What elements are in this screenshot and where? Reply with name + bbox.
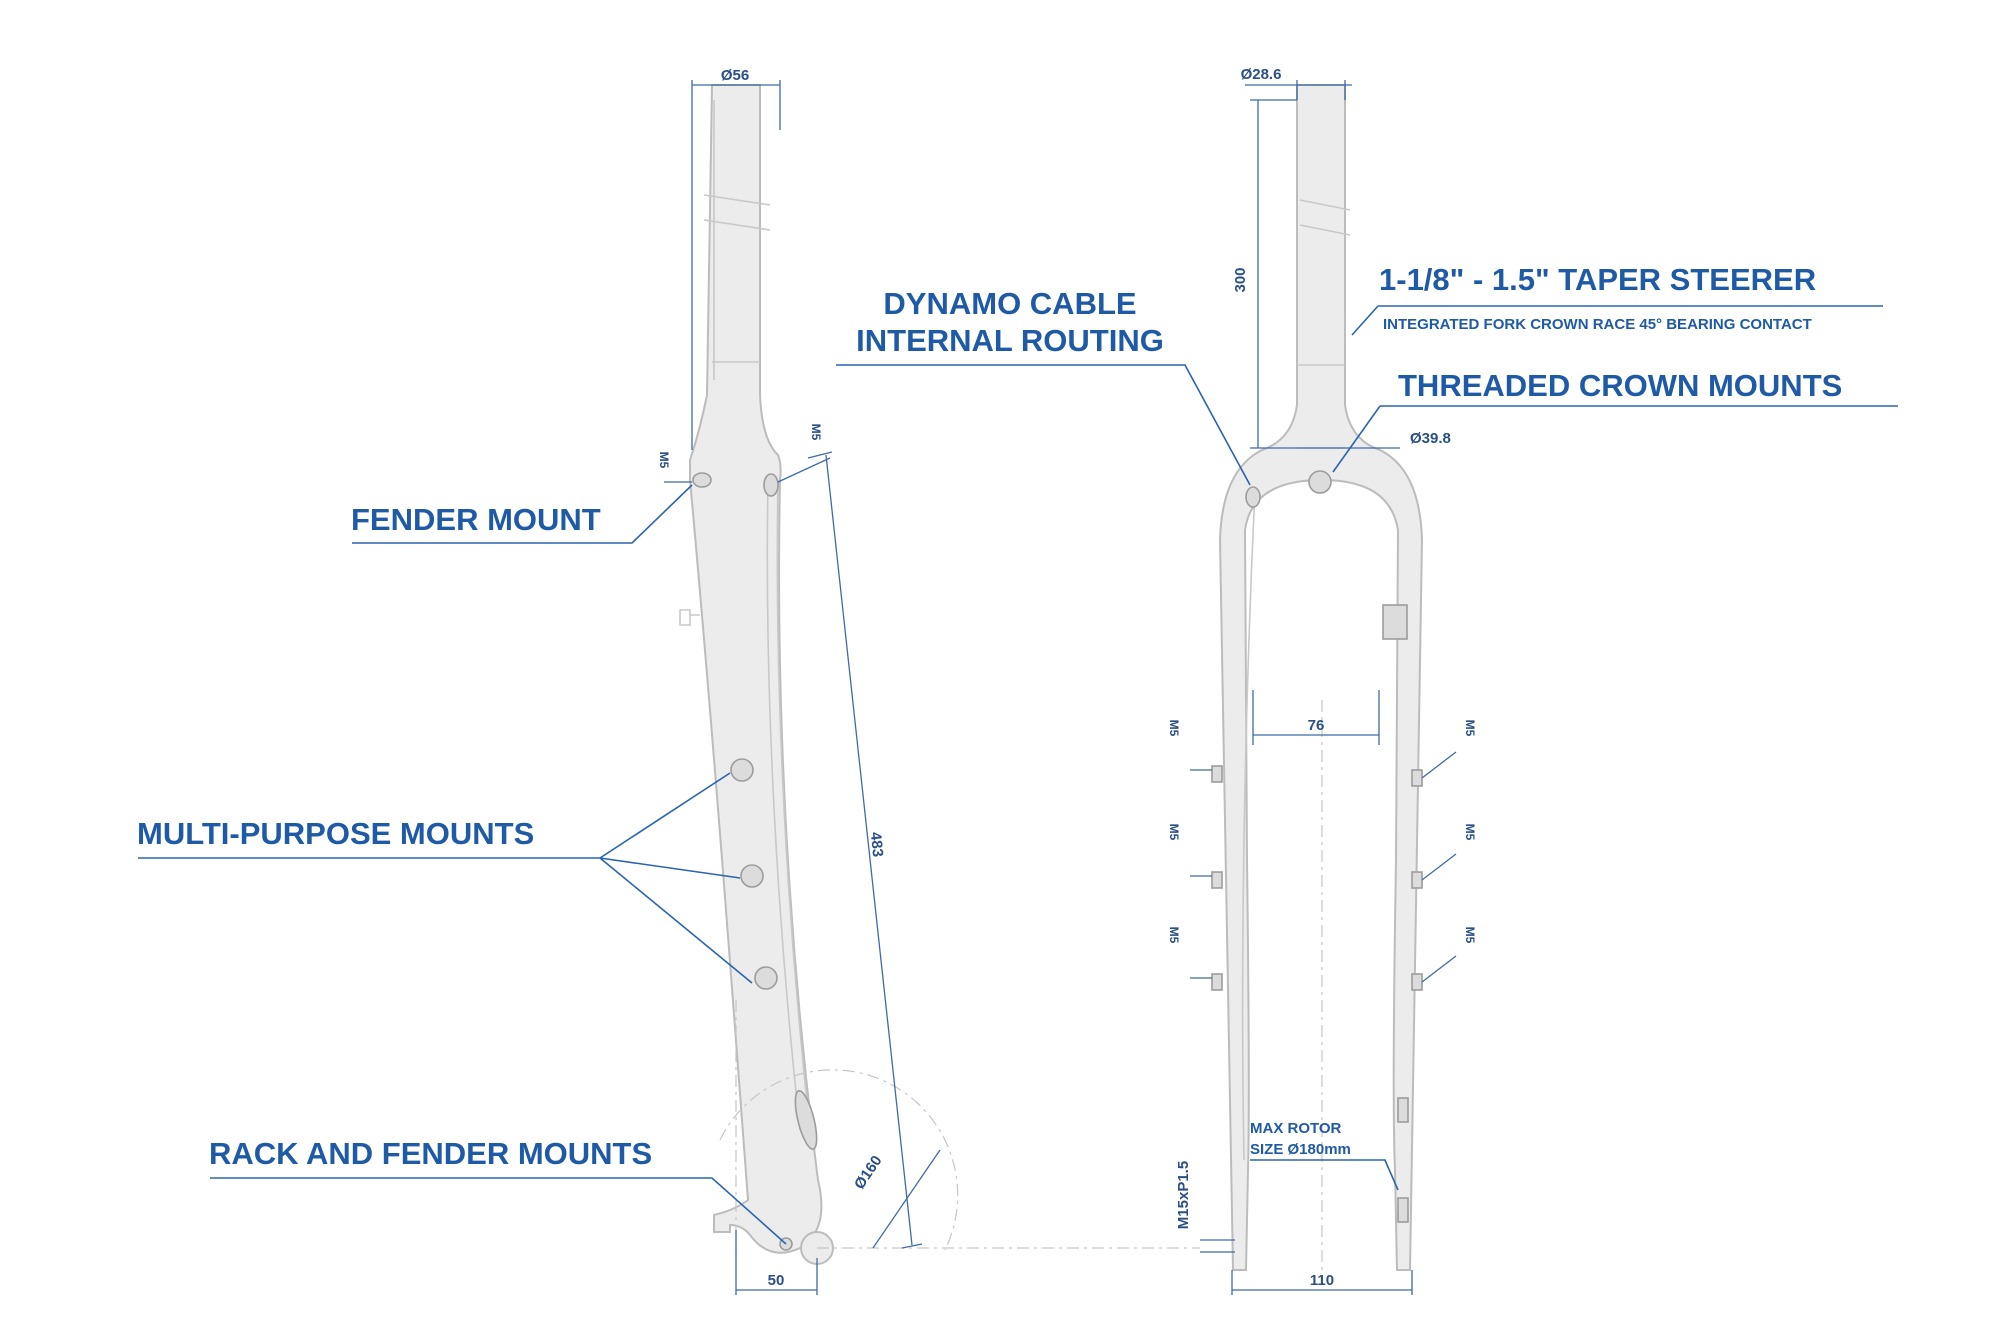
dim-50: 50 xyxy=(768,1272,785,1289)
callout-dynamo-line1: DYNAMO CABLE xyxy=(883,286,1136,321)
front-fork-break-mark xyxy=(1299,199,1351,236)
m5-leader-front-right-1 xyxy=(1421,751,1457,779)
dim-axle: M15xP1.5 xyxy=(1175,1161,1192,1229)
dim-300: 300 xyxy=(1232,267,1249,292)
leader-multi-purpose xyxy=(138,772,753,984)
side-rack-slot xyxy=(794,1090,818,1150)
callout-rotor-line2: SIZE Ø180mm xyxy=(1250,1141,1351,1158)
front-mount-right-1 xyxy=(1411,769,1423,787)
dim-m5-front-right-3: M5 xyxy=(1463,927,1477,944)
side-fork-silhouette xyxy=(689,84,823,1254)
leader-fender-mount xyxy=(352,484,693,544)
dim-line-d160 xyxy=(872,1149,941,1249)
front-dynamo-port xyxy=(1245,486,1261,508)
front-caliper-mount-bottom xyxy=(1397,1197,1409,1223)
dim-d398: Ø39.8 xyxy=(1410,430,1451,447)
dim-line-483 xyxy=(807,451,923,1249)
callout-dynamo-line2: INTERNAL ROUTING xyxy=(856,323,1164,358)
side-view-fork xyxy=(679,84,1200,1265)
front-mount-left-1 xyxy=(1211,765,1223,783)
callout-crown-race: INTEGRATED FORK CROWN RACE 45° BEARING C… xyxy=(1383,316,1812,333)
dim-line-d56 xyxy=(691,80,781,450)
dim-m5-front-right-1: M5 xyxy=(1463,720,1477,737)
callout-threaded-crown: THREADED CROWN MOUNTS xyxy=(1398,368,1842,403)
dim-d56: Ø56 xyxy=(721,67,749,84)
side-multi-mount-3 xyxy=(754,966,778,990)
side-rotor-arc xyxy=(719,1069,959,1251)
dim-110: 110 xyxy=(1310,1272,1334,1289)
dim-line-50 xyxy=(735,1230,818,1295)
leader-threaded-crown xyxy=(1332,405,1898,473)
leader-rack-fender xyxy=(210,1177,787,1245)
dim-m5-front-right-2: M5 xyxy=(1463,824,1477,841)
front-view-fork xyxy=(1211,84,1424,1271)
m5-leader-front-right-3 xyxy=(1421,955,1457,983)
m5-leader-front-right-2 xyxy=(1421,853,1457,881)
side-multi-mount-1 xyxy=(730,758,754,782)
dim-m5-front-left-1: M5 xyxy=(1167,720,1181,737)
callout-taper-steerer: 1-1/8" - 1.5" TAPER STEERER xyxy=(1379,262,1816,297)
dim-76: 76 xyxy=(1308,717,1325,734)
callout-leaders xyxy=(138,305,1898,1245)
dim-m5-side-right: M5 xyxy=(809,424,823,441)
front-threaded-crown-mount xyxy=(1308,470,1332,494)
dim-d286: Ø28.6 xyxy=(1241,66,1282,83)
m5-leader-side-right xyxy=(777,457,831,483)
side-bottle-boss xyxy=(679,609,700,626)
dim-m5-front-left-3: M5 xyxy=(1167,927,1181,944)
dim-line-110 xyxy=(1231,1270,1413,1295)
dimension-lines xyxy=(664,80,1457,1295)
leader-rotor xyxy=(1250,1159,1399,1191)
callout-fender-mount: FENDER MOUNT xyxy=(351,502,601,537)
dim-line-d286 xyxy=(1245,80,1352,100)
callout-multi-purpose: MULTI-PURPOSE MOUNTS xyxy=(137,816,534,851)
dim-m5-side-left: M5 xyxy=(657,452,671,469)
side-fork-cable-channel xyxy=(766,479,811,1131)
front-fender-bridge xyxy=(1382,604,1408,640)
side-fork-break-mark xyxy=(703,194,771,231)
dim-m5-front-left-2: M5 xyxy=(1167,824,1181,841)
dim-d160: Ø160 xyxy=(851,1153,886,1193)
dim-line-axle xyxy=(1200,1239,1235,1253)
front-fork-cable-channel xyxy=(1241,489,1256,1161)
dim-line-300 xyxy=(1250,99,1297,449)
front-mount-left-2 xyxy=(1211,871,1223,889)
leader-taper-steerer xyxy=(1351,305,1883,336)
dim-483: 483 xyxy=(867,831,887,858)
callout-rotor-line1: MAX ROTOR xyxy=(1250,1120,1342,1137)
front-mount-left-3 xyxy=(1211,973,1223,991)
side-fender-mount-rear xyxy=(763,473,779,497)
side-fender-mount-front xyxy=(692,472,712,488)
callout-rack-fender: RACK AND FENDER MOUNTS xyxy=(209,1136,652,1171)
front-caliper-mount-top xyxy=(1397,1097,1409,1123)
dim-line-76 xyxy=(1252,690,1380,745)
side-multi-mount-2 xyxy=(740,864,764,888)
front-mount-right-3 xyxy=(1411,973,1423,991)
leader-dynamo xyxy=(836,364,1251,486)
front-mount-right-2 xyxy=(1411,871,1423,889)
